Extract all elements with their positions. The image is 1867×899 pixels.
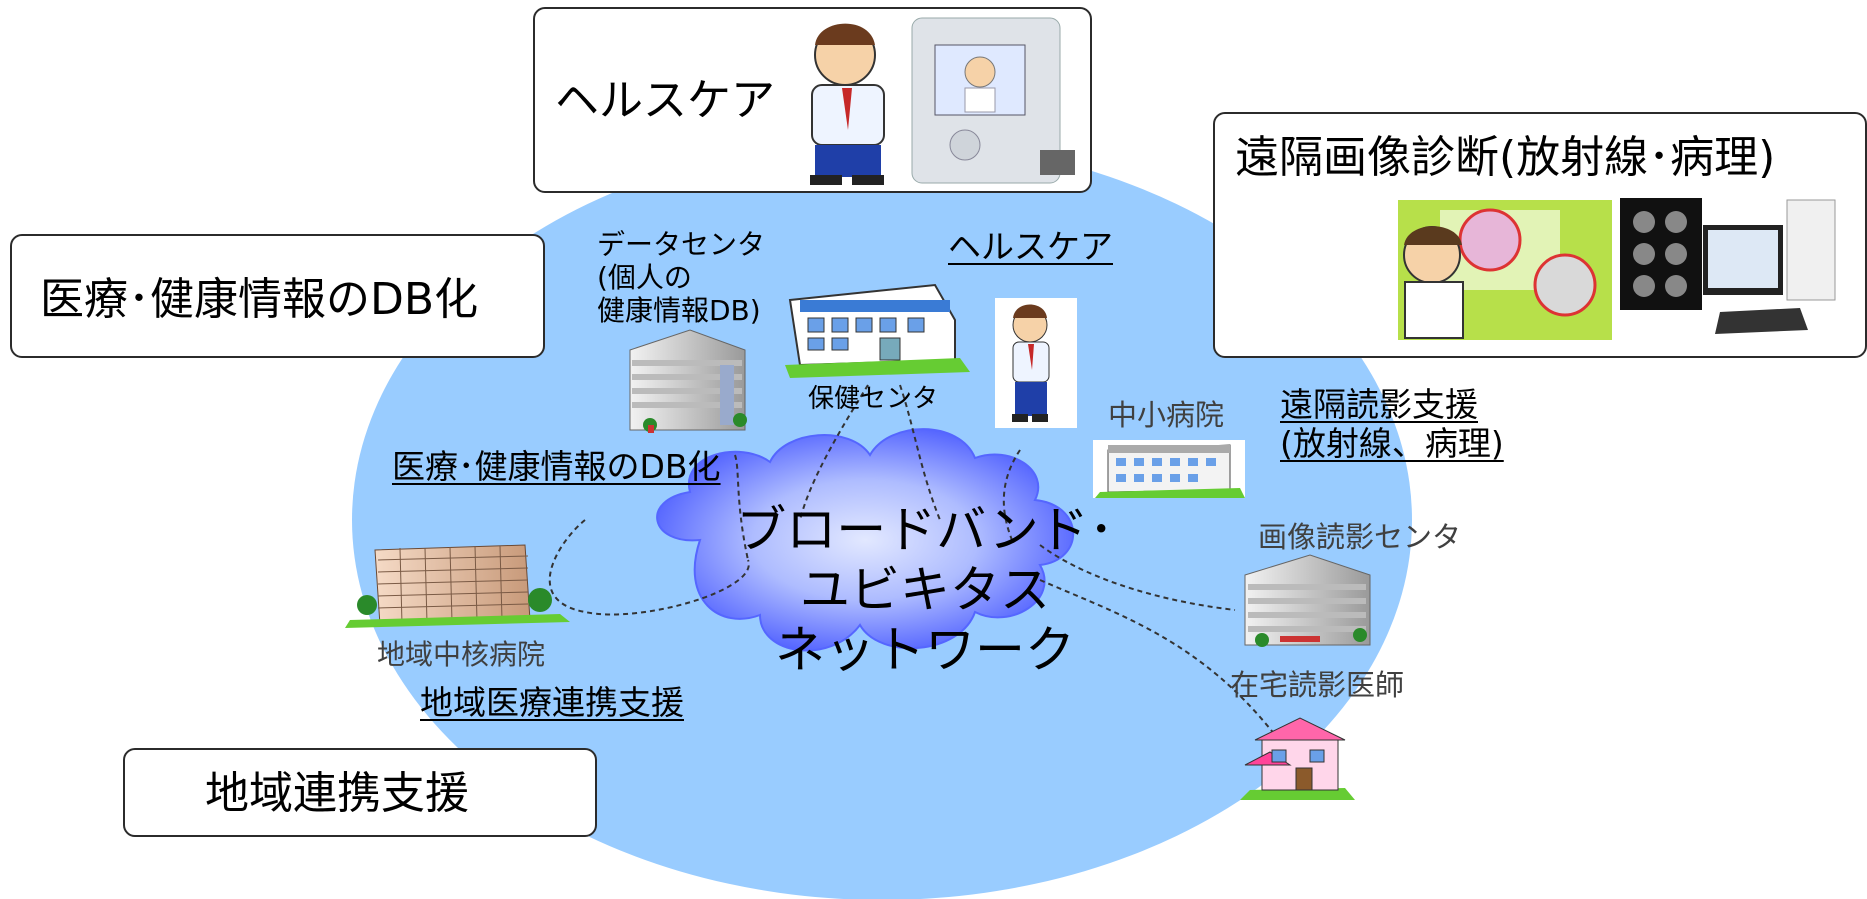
imaging-center-label: 画像読影センタ	[1258, 520, 1462, 554]
callout-remote-imaging: 遠隔画像診断(放射線･病理)	[1213, 112, 1867, 358]
data-center-label: データセンタ (個人の 健康情報DB)	[597, 228, 765, 327]
callout-healthcare-title: ヘルスケア	[555, 75, 775, 126]
service-remote-reading-label: 遠隔読影支援 (放射線、病理)	[1280, 385, 1504, 464]
regional-hospital-label: 地域中核病院	[377, 638, 546, 671]
small-hospital-label: 中小病院	[1108, 398, 1225, 432]
regional-hospital-building-icon	[345, 544, 570, 628]
network-cloud-label: ブロードバンド･ ユビキタス ネットワーク	[715, 500, 1135, 680]
house-icon	[1240, 717, 1355, 800]
small-hospital-building-icon	[1093, 440, 1245, 498]
man-icon	[995, 298, 1077, 428]
callout-regional-title: 地域連携支援	[205, 768, 469, 819]
imaging-center-building-icon	[1244, 554, 1371, 647]
callout-regional: 地域連携支援	[123, 748, 597, 837]
callout-db-title: 医療･健康情報のDB化	[40, 274, 479, 325]
network-cloud	[656, 428, 1075, 652]
link-small-hospital	[1002, 449, 1021, 541]
data-center-label-line-2: (個人の	[597, 261, 692, 295]
data-center-label-line-3: 健康情報DB)	[597, 294, 761, 328]
link-imaging-center	[1039, 544, 1236, 611]
service-regional-support-label: 地域医療連携支援	[420, 683, 684, 722]
health-center-label: 保健センタ	[808, 384, 939, 414]
callout-db: 医療･健康情報のDB化	[10, 234, 545, 358]
service-remote-reading-line-2: (放射線、病理)	[1280, 423, 1504, 463]
link-db	[734, 454, 749, 561]
connection-lines	[548, 384, 1276, 736]
callout-healthcare: ヘルスケア	[533, 7, 1092, 193]
home-reader-label: 在宅読影医師	[1230, 668, 1405, 702]
link-health-center	[799, 384, 869, 521]
service-db-label: 医療･健康情報のDB化	[392, 447, 721, 486]
network-line-2: ユビキタス	[800, 561, 1050, 619]
network-line-1: ブロードバンド･	[736, 501, 1114, 559]
health-center-building-icon	[785, 283, 970, 378]
network-line-3: ネットワーク	[775, 621, 1075, 679]
callout-remote-imaging-title: 遠隔画像診断(放射線･病理)	[1235, 132, 1776, 183]
link-regional-hospital	[548, 519, 750, 616]
data-center-label-line-1: データセンタ	[597, 228, 766, 261]
service-remote-reading-line-1: 遠隔読影支援	[1280, 385, 1478, 424]
service-healthcare-label: ヘルスケア	[948, 227, 1113, 266]
data-center-building-icon	[629, 329, 747, 433]
